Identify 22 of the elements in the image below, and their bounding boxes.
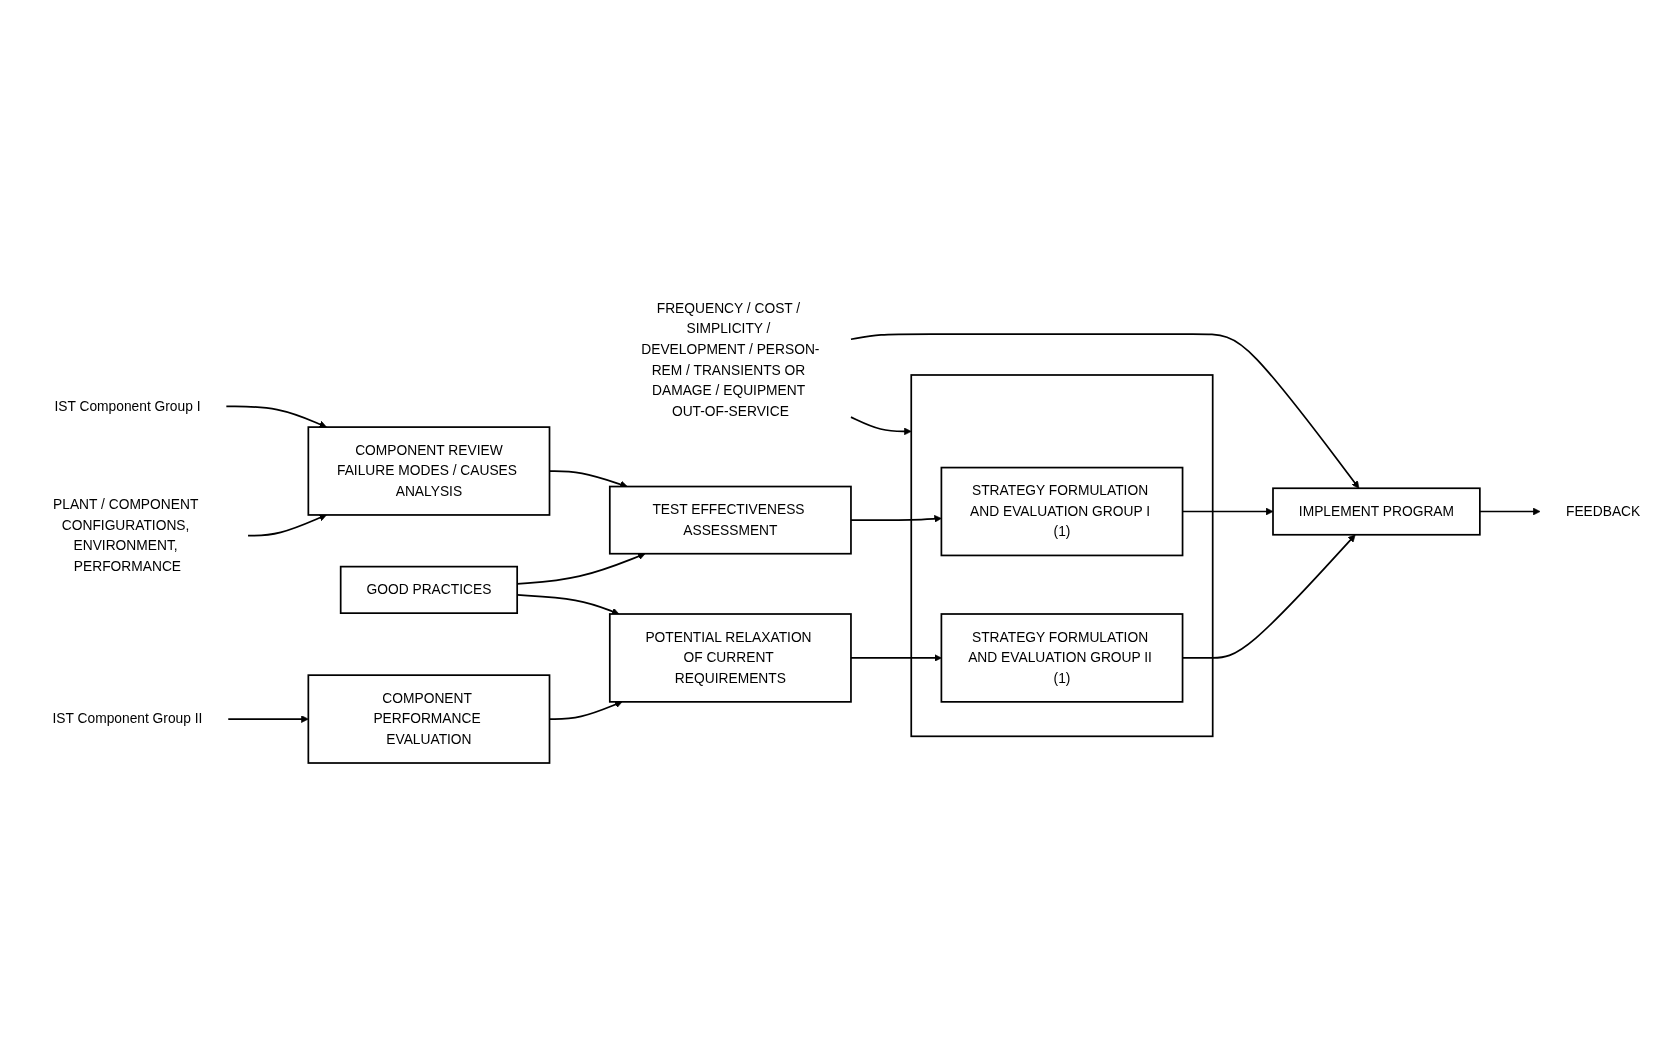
node-box: IMPLEMENT PROGRAM [1272,487,1481,536]
node-box: STRATEGY FORMULATION AND EVALUATION GROUP I (1) [940,466,1184,557]
node-box: TEST EFFECTIVENESS ASSESSMENT [608,485,852,555]
arrow [227,715,309,723]
node-text: FREQUENCY / COST / SIMPLICITY / DEVELOPMENT / PERSON-REM / TRANSIENTS OR DAMAGE / EQUIPMENT OUT-OF-SERVICE [641,300,820,419]
node-text: FEEDBACK [1565,503,1641,519]
node-box: POTENTIAL RELAXATION OF CURRENT REQUIREMENTS [608,613,852,703]
arrow [850,416,912,436]
node-text: IST Component Group II [52,711,203,726]
node-box: STRATEGY FORMULATION AND EVALUATION GROUP II (1) [940,613,1184,703]
arrow [1479,507,1541,516]
arrow [850,654,942,662]
arrow [247,514,327,537]
node-box: GOOD PRACTICES [339,565,519,614]
arrow [225,405,327,428]
node-text: IST Component Group I [54,398,201,414]
cluster [910,374,1214,738]
node-box: COMPONENT REVIEW FAILURE MODES / CAUSES ANALYSIS [307,426,551,516]
arrow [850,515,942,523]
node-box: COMPONENT PERFORMANCE EVALUATION [307,674,551,764]
node-text: PLANT / COMPONENT CONFIGURATIONS, ENVIRONMENT, PERFORMANCE [53,496,199,574]
arrow [850,333,1360,489]
